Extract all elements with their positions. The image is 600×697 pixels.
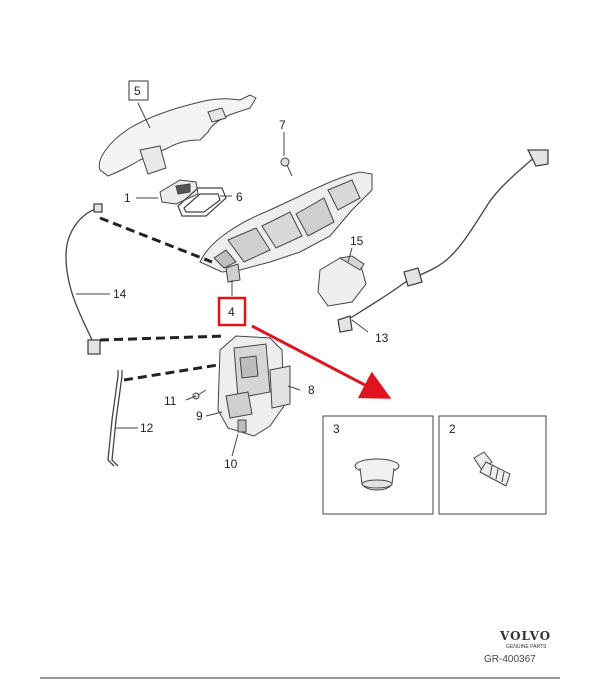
cap-illustration	[354, 458, 400, 491]
callout-8: 8	[308, 383, 315, 397]
door-lock-illustration	[217, 335, 291, 437]
callout-11: 11	[164, 394, 177, 408]
callout-1: 1	[124, 191, 131, 205]
volvo-brand-text: VOLVO	[499, 629, 551, 643]
part-7-screw-illustration	[280, 157, 293, 177]
callout-9: 9	[196, 409, 203, 423]
part-13-cable-illustration	[337, 149, 549, 333]
callout-15: 15	[350, 234, 364, 248]
highlight-box	[217, 296, 247, 327]
inset-box-3: 3	[322, 415, 434, 515]
callout-4: 4	[228, 305, 235, 319]
part-1-illustration	[159, 179, 199, 205]
part-15-cover-illustration	[317, 255, 367, 307]
inset-box-2-number: 2	[449, 422, 456, 436]
outer-handle-illustration	[98, 94, 257, 177]
part-14-cable-illustration	[65, 203, 103, 355]
part-6-illustration	[177, 187, 227, 217]
callout-12: 12	[140, 421, 154, 435]
callout-5: 5	[134, 84, 141, 98]
volvo-logo: VOLVO GENUINE PARTS	[499, 629, 551, 650]
handle-carrier-illustration	[199, 171, 373, 283]
callout-6: 6	[236, 190, 243, 204]
callout-7: 7	[279, 118, 286, 132]
reference-number: GR-400367	[484, 654, 536, 665]
screw-illustration	[473, 451, 511, 487]
volvo-tagline-text: GENUINE PARTS	[506, 644, 547, 650]
callout-5-box	[128, 80, 149, 101]
part-12-rod-illustration	[107, 370, 123, 467]
callout-14: 14	[113, 287, 127, 301]
highlight-arrow	[251, 324, 392, 399]
inset-box-2: 2	[438, 415, 547, 515]
part-11-screw-illustration	[192, 389, 207, 400]
callout-10: 10	[224, 457, 238, 471]
dashed-leaders	[99, 216, 227, 382]
callout-leaders	[76, 102, 369, 457]
inset-box-3-number: 3	[333, 422, 340, 436]
callout-13: 13	[375, 331, 389, 345]
